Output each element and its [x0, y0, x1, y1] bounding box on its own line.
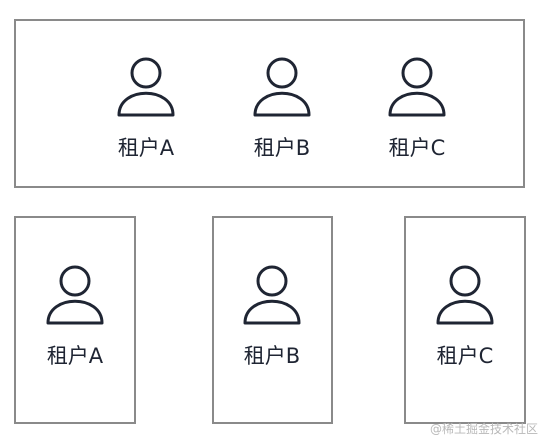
tenant-label: 租户C	[388, 136, 446, 160]
user-icon	[117, 57, 175, 117]
shared-tenant-a: 租户A	[106, 56, 186, 160]
isolated-tenant-a: 租户A	[35, 264, 115, 368]
isolated-container-c: 租户C	[404, 216, 526, 424]
user-icon	[436, 265, 494, 325]
user-icon	[253, 57, 311, 117]
user-icon	[388, 57, 446, 117]
shared-tenant-c: 租户C	[377, 56, 457, 160]
isolated-container-a: 租户A	[14, 216, 136, 424]
isolated-container-b: 租户B	[212, 216, 333, 424]
shared-tenant-container: 租户A 租户B 租户C	[14, 19, 525, 188]
tenant-label: 租户B	[253, 136, 311, 160]
tenant-label: 租户B	[243, 344, 301, 368]
watermark: @稀土掘金技术社区	[429, 422, 538, 436]
shared-tenant-b: 租户B	[242, 56, 322, 160]
isolated-tenant-c: 租户C	[425, 264, 505, 368]
user-icon	[46, 265, 104, 325]
tenant-label: 租户C	[436, 344, 494, 368]
isolated-tenant-b: 租户B	[232, 264, 312, 368]
tenant-label: 租户A	[46, 344, 104, 368]
user-icon	[243, 265, 301, 325]
tenant-label: 租户A	[117, 136, 175, 160]
